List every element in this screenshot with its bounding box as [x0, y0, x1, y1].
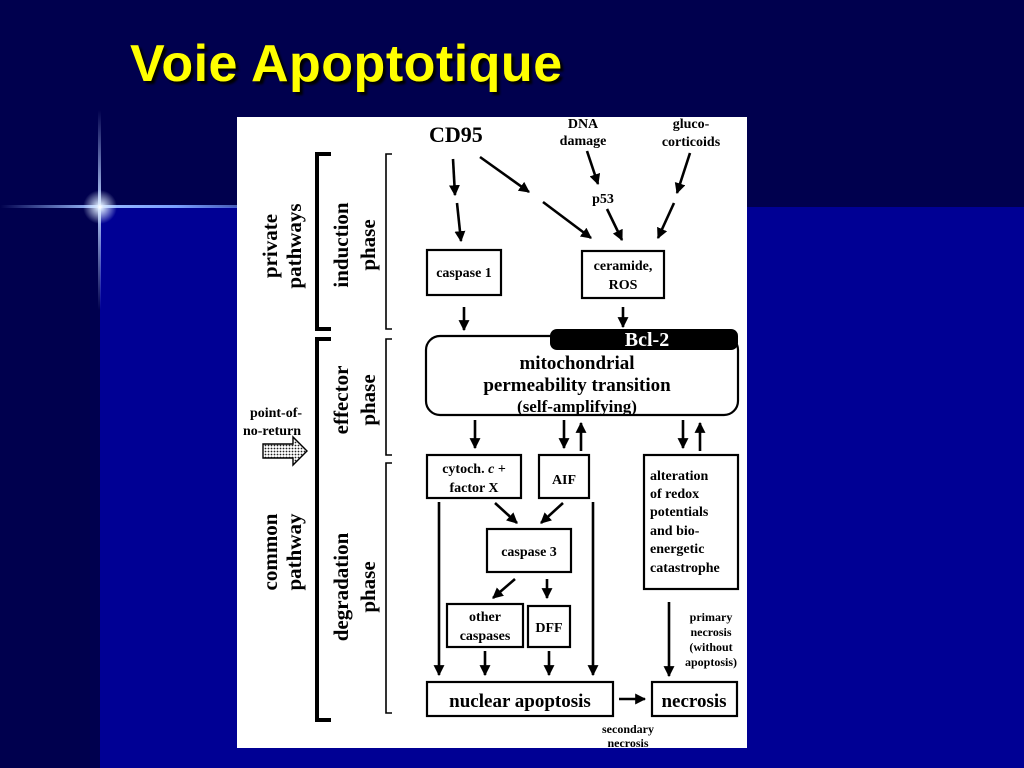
primary-necrosis-label-3: (without [689, 640, 732, 654]
glucocorticoids-label-1: gluco- [673, 117, 710, 132]
slide-title: Voie Apoptotique [130, 35, 563, 93]
alteration-label-6: catastrophe [650, 561, 720, 576]
arrow-gluco-down-2 [656, 202, 676, 239]
dna-damage-label-1: DNA [568, 117, 599, 132]
arrow-gluco-down-1 [674, 152, 692, 195]
mpt-label-2: permeability transition [483, 375, 671, 396]
alteration-label-2: of redox [650, 487, 699, 502]
caspase-1-box [425, 248, 503, 297]
decorative-horizontal-line [0, 205, 320, 208]
cytochrome-c-box [425, 453, 523, 500]
nuclear-apoptosis-label: nuclear apoptosis [449, 691, 591, 712]
bcl2-label: Bcl-2 [625, 329, 669, 351]
induction-phase-label-2: phase [356, 219, 380, 270]
arrow-cytochrome-to-caspase3 [494, 502, 518, 524]
dna-damage-label-2: damage [560, 134, 607, 149]
arrow-cd95-down-1 [449, 158, 460, 197]
sparkle-icon [80, 187, 120, 227]
ceramide-label: ceramide, [594, 259, 653, 274]
dff-label: DFF [535, 621, 562, 636]
induction-phase-bracket [385, 153, 392, 330]
private-pathways-bracket [315, 152, 331, 331]
dff-box [526, 604, 572, 649]
bcl2-bar [550, 329, 738, 350]
mpt-label-3: (self-amplifying) [517, 397, 637, 416]
caspase-3-box [485, 527, 573, 574]
cd95-label: CD95 [429, 122, 483, 147]
ceramide-ros-box [580, 249, 666, 300]
common-pathway-label-1: common [258, 513, 282, 590]
other-caspases-label-2: caspases [460, 629, 511, 644]
pathway-diagram: CD95 DNA damage gluco- corticoids p53 ca… [243, 117, 740, 748]
degradation-phase-label-2: phase [356, 561, 380, 612]
common-pathway-label-2: pathway [282, 513, 306, 591]
alteration-label-4: and bio- [650, 524, 700, 539]
private-pathways-label-2: pathways [282, 203, 306, 288]
alteration-label-3: potentials [650, 505, 709, 520]
arrow-cd95-down-2 [454, 202, 466, 243]
glucocorticoids-label-2: corticoids [662, 135, 721, 150]
aif-label: AIF [552, 473, 576, 488]
secondary-necrosis-label-1: secondary [602, 722, 654, 736]
arrow-p53-to-ceramide [605, 208, 624, 241]
primary-necrosis-label-4: apoptosis) [685, 655, 737, 669]
degradation-phase-bracket [385, 462, 392, 714]
effector-phase-label-2: phase [356, 374, 380, 425]
arrow-cd95-diagonal-1 [479, 155, 530, 194]
aif-box [537, 453, 591, 500]
arrow-aif-to-caspase3 [540, 502, 564, 524]
ros-label: ROS [609, 278, 638, 293]
common-pathway-bracket [315, 337, 331, 722]
cytochrome-c-label: cytoch. c + [442, 462, 506, 477]
primary-necrosis-label-1: primary [690, 610, 733, 624]
arrow-dna-to-p53 [585, 150, 601, 186]
apoptosis-pathway-figure: CD95 DNA damage gluco- corticoids p53 ca… [237, 117, 747, 748]
private-pathways-label-1: private [258, 214, 282, 278]
point-of-no-return-arrow [262, 435, 308, 467]
effector-phase-bracket [385, 338, 392, 456]
arrow-caspase3-to-other-caspases [492, 578, 516, 599]
alteration-label-1: alteration [650, 469, 709, 484]
degradation-phase-label-1: degradation [329, 532, 353, 641]
p53-label: p53 [592, 192, 614, 207]
necrosis-label: necrosis [661, 691, 726, 712]
mpt-label-1: mitochondrial [519, 353, 634, 374]
caspase-3-label: caspase 3 [501, 545, 557, 560]
alteration-box [642, 453, 740, 591]
effector-phase-label-1: effector [329, 366, 353, 435]
point-of-no-return-label-2: no-return [243, 424, 301, 439]
factor-x-label: factor X [449, 481, 498, 496]
alteration-label-5: energetic [650, 542, 704, 557]
nuclear-apoptosis-box [425, 680, 615, 718]
other-caspases-label-1: other [469, 610, 501, 625]
point-of-no-return-label-1: point-of- [250, 406, 302, 421]
arrow-cd95-diagonal-2 [542, 200, 592, 240]
primary-necrosis-label-2: necrosis [690, 625, 731, 639]
caspase-1-label: caspase 1 [436, 266, 492, 281]
necrosis-box [650, 680, 739, 718]
background-left-band [0, 0, 100, 768]
other-caspases-box [445, 602, 525, 649]
secondary-necrosis-label-2: necrosis [607, 736, 648, 748]
induction-phase-label-1: induction [329, 202, 353, 288]
